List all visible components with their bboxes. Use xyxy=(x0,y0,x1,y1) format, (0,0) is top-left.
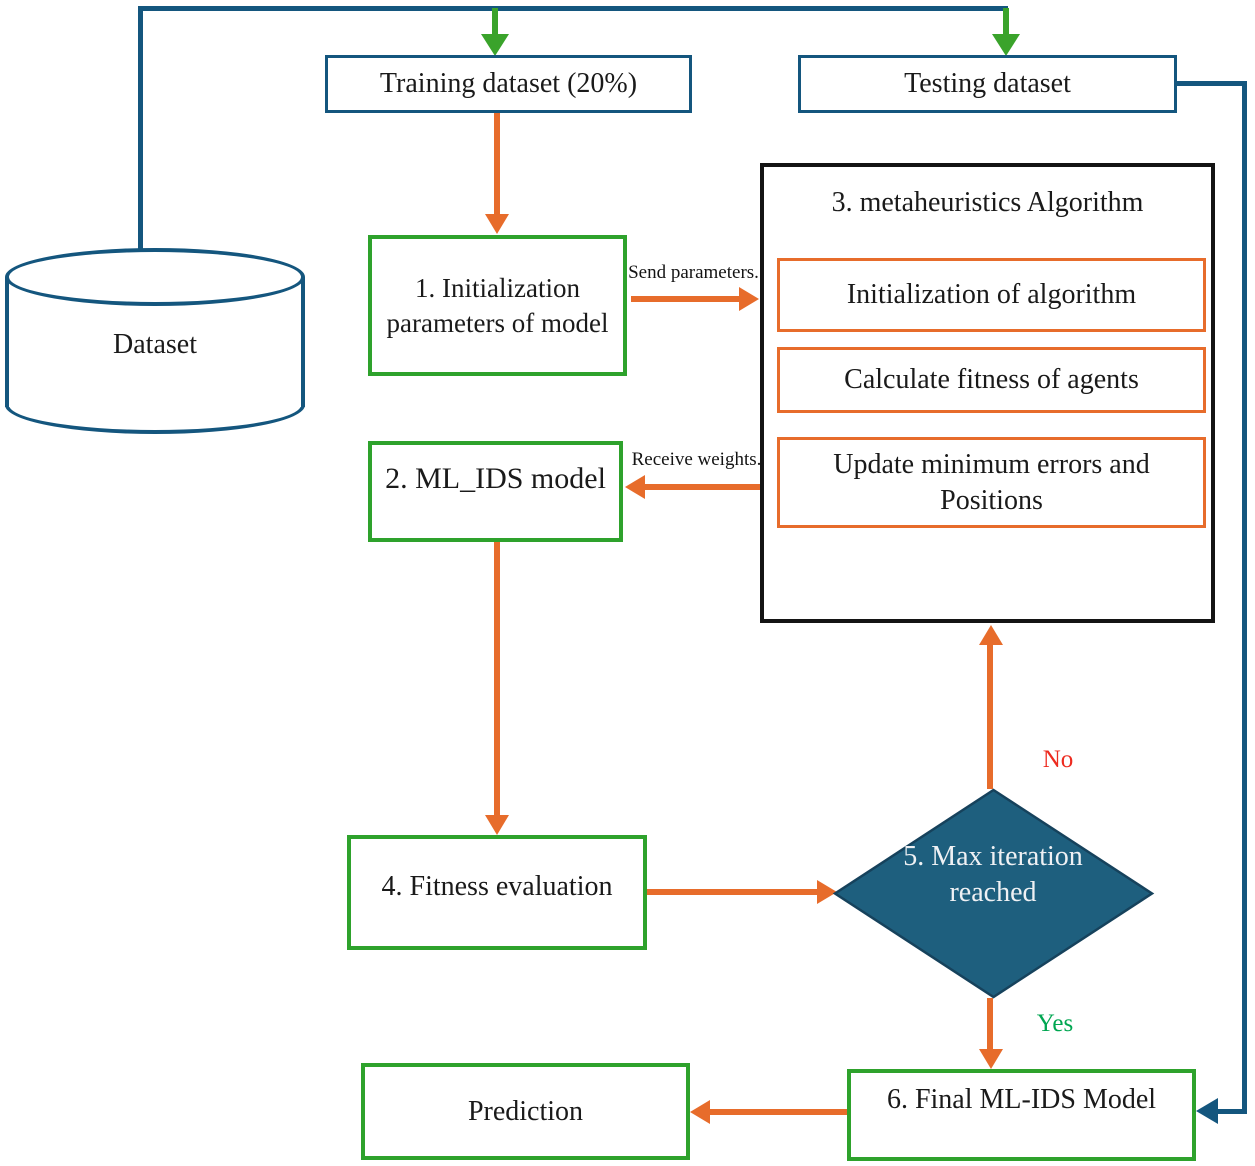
training-to-init-arrowhead-icon xyxy=(485,214,509,234)
testing-connector-arrowhead-icon xyxy=(1196,1098,1218,1124)
fitness-to-decision-arrowhead-icon xyxy=(817,880,837,904)
to-testing-arrow xyxy=(1003,8,1009,38)
no-arrowhead-icon xyxy=(979,625,1003,645)
send-parameters-arrowhead-icon xyxy=(739,287,759,311)
to-testing-arrowhead-icon xyxy=(992,34,1020,56)
yes-arrow xyxy=(987,998,993,1050)
no-label: No xyxy=(1042,746,1074,773)
testing-connector-top xyxy=(1177,81,1247,86)
receive-weights-arrowhead-icon xyxy=(625,475,645,499)
training-to-init-arrow xyxy=(494,113,500,215)
dataset-label: Dataset xyxy=(113,329,197,360)
mlids-to-fitness-arrow xyxy=(494,542,500,816)
metaheuristics-title: 3. metaheuristics Algorithm xyxy=(831,187,1144,218)
top-connector-line xyxy=(138,6,1008,11)
dataset-drop-line xyxy=(138,6,143,252)
testing-connector-right xyxy=(1242,81,1247,1114)
init-params-node: 1. Initialization parameters of model xyxy=(368,235,627,376)
to-training-arrow xyxy=(492,8,498,38)
send-parameters-label: Send parameters. xyxy=(628,262,759,283)
no-arrow xyxy=(987,643,993,789)
fitness-to-decision-arrow xyxy=(647,889,819,895)
meta-step-initialization: Initialization of algorithm xyxy=(777,258,1206,332)
testing-dataset-node: Testing dataset xyxy=(798,55,1177,113)
testing-connector-bottom xyxy=(1216,1109,1247,1114)
send-parameters-arrow xyxy=(631,296,741,302)
cylinder-top-ellipse xyxy=(5,248,305,306)
ml-ids-node: 2. ML_IDS model xyxy=(368,441,623,542)
meta-step-fitness: Calculate fitness of agents xyxy=(777,347,1206,413)
training-dataset-node: Training dataset (20%) xyxy=(325,55,692,113)
final-to-prediction-arrowhead-icon xyxy=(690,1100,710,1124)
mlids-to-fitness-arrowhead-icon xyxy=(485,815,509,835)
yes-arrowhead-icon xyxy=(979,1049,1003,1069)
fitness-evaluation-node: 4. Fitness evaluation xyxy=(347,835,647,950)
metaheuristics-node: 3. metaheuristics Algorithm Initializati… xyxy=(760,163,1215,623)
meta-step-update: Update minimum errors and Positions xyxy=(777,437,1206,528)
final-to-prediction-arrow xyxy=(710,1109,847,1115)
prediction-node: Prediction xyxy=(361,1063,690,1160)
decision-label: 5. Max iteration reached xyxy=(903,841,1083,908)
yes-label: Yes xyxy=(1036,1010,1074,1037)
receive-weights-label: Receive weights. xyxy=(631,449,762,470)
to-training-arrowhead-icon xyxy=(481,34,509,56)
decision-diamond xyxy=(832,788,1155,999)
final-model-node: 6. Final ML-IDS Model xyxy=(847,1069,1196,1161)
receive-weights-arrow xyxy=(645,484,760,490)
